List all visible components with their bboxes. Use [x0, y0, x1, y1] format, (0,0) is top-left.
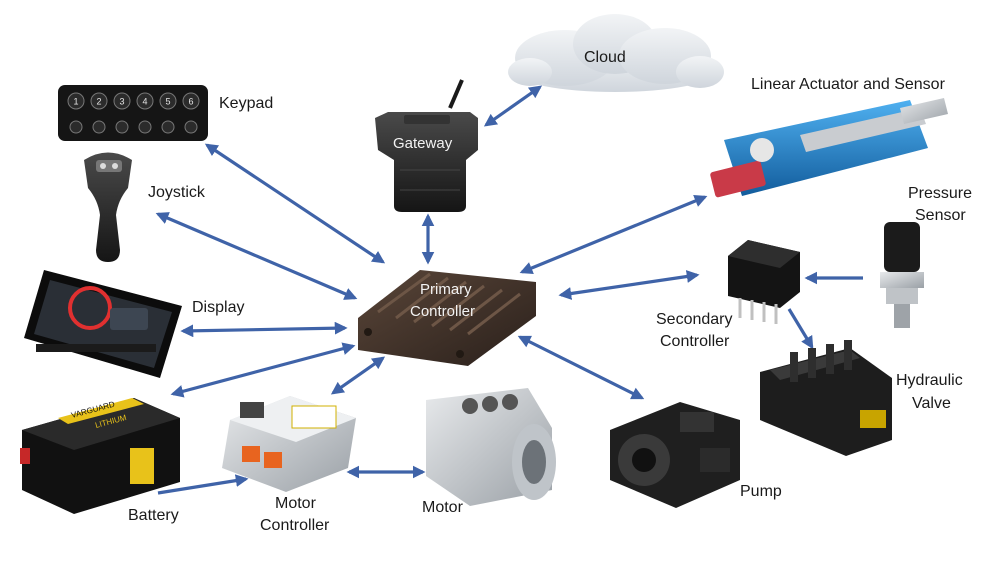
pressure-sensor-icon [880, 222, 924, 328]
joystick-node: Joystick [84, 152, 206, 262]
keypad-key-label: 2 [96, 97, 101, 107]
keypad-key-label: 4 [142, 97, 147, 107]
battery-node: VARGUARD LITHIUM Battery [20, 398, 180, 524]
keypad-key-2 [90, 92, 108, 110]
motor-controller-icon [222, 396, 356, 492]
motor-controller-label-line2: Controller [260, 517, 330, 534]
pressure-sensor-label-line2: Sensor [915, 207, 966, 224]
electric-motor-icon [426, 388, 556, 506]
keypad-key-4 [136, 92, 154, 110]
hydraulic-valve-label-line2: Valve [912, 395, 951, 412]
keypad-key-5 [159, 92, 177, 110]
relay-module-icon [728, 240, 800, 324]
motor-controller-label-line1: Motor [275, 495, 317, 512]
keypad-label: Keypad [219, 95, 273, 112]
secondary-controller-node: Secondary Controller [656, 240, 800, 350]
keypad-key-label: 5 [165, 97, 170, 107]
connector-pump-primary [517, 335, 645, 400]
keypad-top-row: 1 2 3 4 5 6 [67, 92, 200, 110]
motor-node: Motor [422, 388, 556, 516]
keypad-key-3 [113, 92, 131, 110]
hydraulic-valve-label-line1: Hydraulic [896, 372, 963, 389]
linear-actuator-icon [710, 98, 948, 198]
motor-controller-node: Motor Controller [222, 396, 356, 534]
connectors [155, 85, 863, 495]
gateway-label: Gateway [393, 135, 453, 152]
connector-secondary-valve [787, 308, 814, 350]
ecu-icon [358, 270, 536, 366]
display-node: Display [24, 270, 244, 378]
keypad-node: 1 2 3 4 5 6 Keypad [58, 85, 273, 141]
primary-controller-label-line2: Controller [410, 303, 475, 320]
display-icon [24, 270, 182, 378]
primary-controller-node: Primary Controller [358, 270, 536, 366]
keypad-key-label: 1 [73, 97, 78, 107]
connector-battery-motorcontroller [157, 474, 249, 495]
linear-actuator-node: Linear Actuator and Sensor [710, 76, 948, 198]
connector-joystick-primary [155, 212, 358, 300]
joystick-icon [84, 152, 132, 262]
connector-actuator-primary [519, 194, 708, 275]
keypad-key-6 [182, 92, 200, 110]
cloud-label: Cloud [584, 49, 626, 66]
battery-label: Battery [128, 507, 179, 524]
motor-label: Motor [422, 499, 464, 516]
cloud-node: Cloud [508, 14, 724, 92]
hydraulic-valve-node: Hydraulic Valve [760, 340, 963, 456]
joystick-label: Joystick [148, 184, 206, 201]
pump-node: Pump [610, 402, 782, 508]
connector-motorcontroller-primary [330, 356, 386, 395]
connector-battery-primary [170, 342, 356, 398]
cloud-icon [508, 14, 724, 92]
pressure-sensor-node: Pressure Sensor [880, 185, 972, 328]
display-label: Display [192, 299, 244, 316]
connector-secondary-primary [558, 270, 700, 300]
connector-display-primary [180, 321, 348, 338]
gateway-node: Gateway [375, 79, 478, 212]
primary-controller-label-line1: Primary [420, 281, 472, 298]
hydraulic-pump-icon [610, 402, 740, 508]
pump-label: Pump [740, 483, 782, 500]
secondary-controller-label-line1: Secondary [656, 311, 733, 328]
valve-block-icon [760, 340, 892, 456]
gateway-module-icon [375, 79, 478, 212]
keypad-icon: 1 2 3 4 5 6 [58, 85, 208, 141]
keypad-key-label: 3 [119, 97, 124, 107]
pressure-sensor-label-line1: Pressure [908, 185, 972, 202]
linear-actuator-label: Linear Actuator and Sensor [751, 76, 946, 93]
secondary-controller-label-line2: Controller [660, 333, 730, 350]
battery-icon [20, 398, 180, 514]
connector-gateway-cloud [483, 85, 543, 127]
keypad-key-label: 6 [188, 97, 193, 107]
keypad-key-1 [67, 92, 85, 110]
